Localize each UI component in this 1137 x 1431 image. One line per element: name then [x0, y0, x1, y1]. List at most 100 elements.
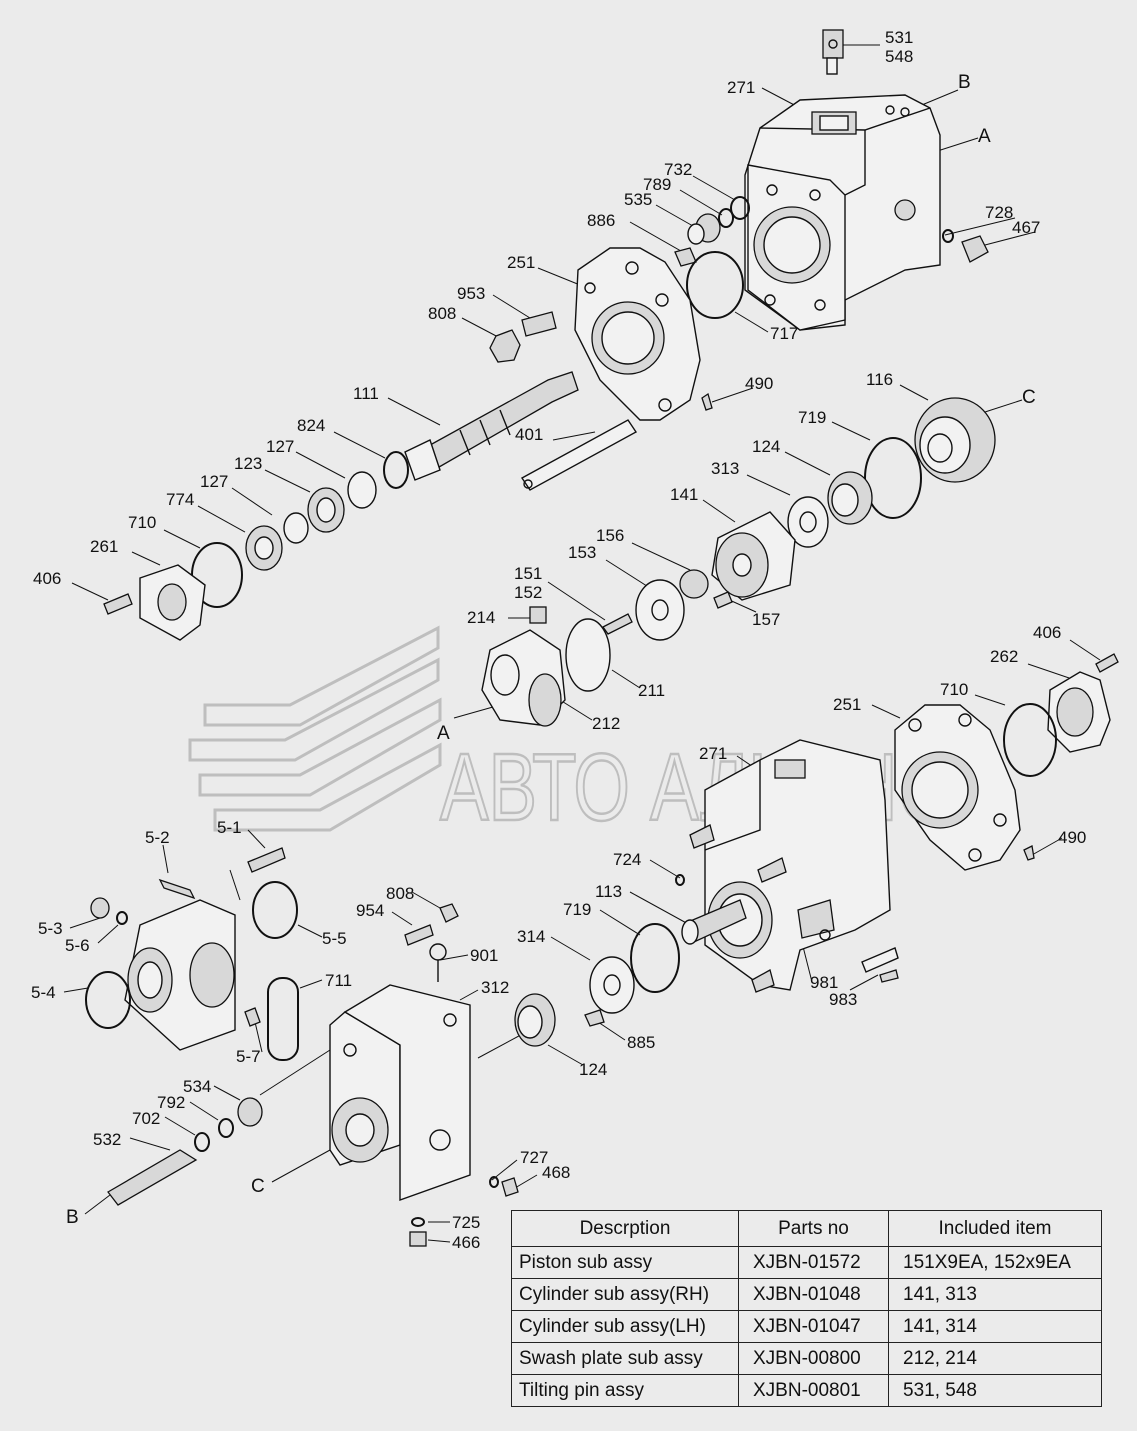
column-header: Descrption — [511, 1210, 739, 1247]
table-row: Cylinder sub assy(RH) XJBN-01048 141, 31… — [511, 1278, 1102, 1311]
part-113-shaft — [681, 899, 747, 945]
part-711-oring — [267, 977, 299, 1061]
part-981-983-nameplate — [861, 947, 899, 983]
part-5-5-oring — [252, 881, 298, 939]
part-401-tie-rod — [520, 419, 638, 491]
label: 124 — [579, 1060, 607, 1079]
label: 535 — [624, 190, 652, 209]
label: 717 — [770, 324, 798, 343]
label: 719 — [563, 900, 591, 919]
label: 271 — [699, 744, 727, 763]
part-262-seal-cover — [1047, 671, 1111, 753]
column-header: Parts no — [738, 1210, 889, 1247]
part-954-808-screw-nut — [404, 903, 459, 946]
part-535-plug — [687, 213, 721, 245]
part-157-spring — [713, 591, 733, 609]
label: 5-3 — [38, 919, 63, 938]
label: 792 — [157, 1093, 185, 1112]
label: A — [437, 723, 450, 744]
part-251-valve-block-right — [894, 704, 1035, 871]
label: 5-7 — [236, 1047, 261, 1066]
part-532-adjust-screw — [107, 1149, 198, 1206]
label: 711 — [325, 971, 352, 990]
part-124-bearing-lower — [514, 993, 556, 1047]
table-row: Swash plate sub assy XJBN-00800 212, 214 — [511, 1342, 1102, 1375]
column-header: Included item — [888, 1210, 1102, 1247]
label: 727 — [520, 1148, 548, 1167]
table-cell: Piston sub assy — [511, 1246, 739, 1279]
part-5-4-oring — [85, 971, 131, 1029]
label: 732 — [664, 160, 692, 179]
table-cell: Cylinder sub assy(LH) — [511, 1310, 739, 1343]
part-710-oring-right — [1003, 703, 1057, 777]
label: 153 — [568, 543, 596, 562]
label: 312 — [481, 978, 509, 997]
label: 151 — [514, 564, 542, 583]
part-211-shoe-plate — [565, 618, 611, 692]
table-header-row: Descrption Parts no Included item — [511, 1210, 1102, 1247]
label: 5-1 — [217, 818, 242, 837]
label: 531 — [885, 28, 913, 47]
label: 251 — [507, 253, 535, 272]
label: 5-6 — [65, 936, 90, 955]
label: 719 — [798, 408, 826, 427]
part-901-eye-bolt — [429, 943, 447, 982]
label: 824 — [297, 416, 325, 435]
label: 211 — [638, 681, 665, 700]
part-151-piston — [602, 613, 633, 635]
part-534-792-702-plug — [194, 1097, 263, 1152]
part-141-cylinder-block — [711, 511, 796, 601]
label: A — [978, 126, 991, 147]
table-cell: Cylinder sub assy(RH) — [511, 1278, 739, 1311]
part-214-tilting-bush — [529, 606, 547, 624]
part-727-468-plug — [489, 1176, 519, 1197]
table-cell: 151X9EA, 152x9EA — [888, 1246, 1102, 1279]
part-156-spherical-bush — [679, 569, 709, 599]
label: 710 — [128, 513, 156, 532]
label: C — [251, 1176, 265, 1197]
label: 710 — [940, 680, 968, 699]
part-725-466-plug — [409, 1217, 427, 1247]
part-oring-732-789 — [718, 196, 750, 228]
part-251-valve-block — [574, 247, 713, 421]
label: 261 — [90, 537, 118, 556]
part-271-housing-top — [744, 94, 941, 331]
label: 885 — [627, 1033, 655, 1052]
label: 113 — [595, 882, 622, 901]
part-111-drive-shaft — [404, 371, 579, 481]
table-cell: 141, 313 — [888, 1278, 1102, 1311]
label: 401 — [515, 425, 543, 444]
label: 981 — [810, 973, 838, 992]
part-5-7-pin — [244, 1007, 261, 1027]
part-531-tilting-pin — [822, 29, 844, 75]
part-313-valve-plate — [787, 496, 829, 548]
label: 5-5 — [322, 929, 347, 948]
label: 111 — [353, 384, 379, 403]
label: 466 — [452, 1233, 480, 1252]
part-719-oring-lower — [630, 923, 680, 993]
label: 953 — [457, 284, 485, 303]
label: 724 — [613, 850, 641, 869]
label: 532 — [93, 1130, 121, 1149]
label: 789 — [643, 175, 671, 194]
part-314-valve-plate — [589, 956, 635, 1014]
label: 983 — [829, 990, 857, 1009]
table-row: Cylinder sub assy(LH) XJBN-01047 141, 31… — [511, 1310, 1102, 1343]
part-885-pin — [584, 1009, 605, 1027]
table-cell: Tilting pin assy — [511, 1374, 739, 1407]
label: 124 — [752, 437, 780, 456]
label: 901 — [470, 946, 498, 965]
label: 5-4 — [31, 983, 56, 1002]
label: 156 — [596, 526, 624, 545]
label: 271 — [727, 78, 755, 97]
label: 467 — [1012, 218, 1040, 237]
part-212-swash-plate — [481, 629, 566, 727]
table-cell: 141, 314 — [888, 1310, 1102, 1343]
part-717-oring — [686, 251, 744, 319]
part-116-gear — [914, 397, 996, 483]
label: 702 — [132, 1109, 160, 1128]
part-312-regulator-block — [329, 984, 471, 1201]
part-5-3-5-6-plug — [90, 897, 128, 925]
label: 774 — [166, 490, 194, 509]
